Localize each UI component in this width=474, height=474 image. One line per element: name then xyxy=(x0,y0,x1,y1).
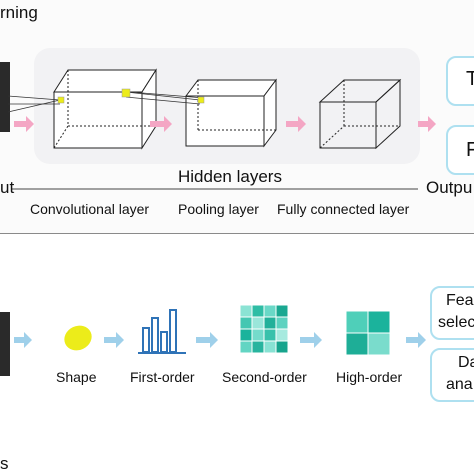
radiomics-footer-fragment: s xyxy=(0,454,9,473)
shape-feature-icon xyxy=(64,325,92,351)
first-order-bars-icon xyxy=(138,309,186,354)
radiomics-image xyxy=(0,312,10,376)
kernel-connectors xyxy=(7,91,205,113)
layer-label-pooling: Pooling layer xyxy=(178,201,259,217)
feature-label-high-order: High-order xyxy=(336,369,403,385)
data-analysis-line2: ana xyxy=(446,376,473,393)
output-box-2-label: F xyxy=(466,139,474,161)
pooling-cube xyxy=(185,78,277,148)
arrow-second-to-high xyxy=(300,332,322,348)
output-box-2: F xyxy=(446,125,474,175)
arrow-input-to-conv xyxy=(14,116,34,132)
output-label: Outpu xyxy=(426,178,473,197)
data-analysis-box: Da ana xyxy=(430,348,474,402)
second-order-heatmap-icon xyxy=(239,304,289,354)
arrow-fc-to-output xyxy=(418,116,436,132)
arrow-pool-to-fc xyxy=(286,116,306,132)
convolutional-cube xyxy=(53,68,157,150)
input-image xyxy=(0,62,10,132)
panel-title: rning xyxy=(0,3,38,22)
feature-label-second-order: Second-order xyxy=(222,369,307,385)
arrow-image-to-shape xyxy=(14,332,32,348)
arrow-first-to-second xyxy=(196,332,218,348)
arrow-shape-to-first xyxy=(104,332,124,348)
feature-selection-line2: selec xyxy=(438,314,474,331)
layer-label-convolutional: Convolutional layer xyxy=(30,201,150,217)
feature-selection-line1: Fea xyxy=(446,292,474,309)
arrow-conv-to-pool xyxy=(150,116,172,132)
feature-selection-box: Fea selec xyxy=(430,286,474,340)
output-box-1-label: T xyxy=(466,68,474,90)
arrow-high-to-output xyxy=(406,332,426,348)
high-order-heatmap-icon xyxy=(345,310,391,356)
pink-arrows xyxy=(14,116,436,132)
hidden-layers-label: Hidden layers xyxy=(178,167,282,186)
fully-connected-cube xyxy=(318,78,402,150)
input-label: ut xyxy=(0,178,15,197)
data-analysis-line1: Da xyxy=(458,354,474,371)
layer-label-fully-connected: Fully connected layer xyxy=(277,201,410,217)
blue-arrows xyxy=(14,332,426,348)
kernel-patch-3 xyxy=(197,96,205,104)
output-box-1: T xyxy=(446,56,474,106)
feature-label-shape: Shape xyxy=(56,369,97,385)
kernel-patch-1 xyxy=(57,96,65,104)
feature-label-first-order: First-order xyxy=(130,369,195,385)
kernel-patch-2 xyxy=(121,88,131,98)
